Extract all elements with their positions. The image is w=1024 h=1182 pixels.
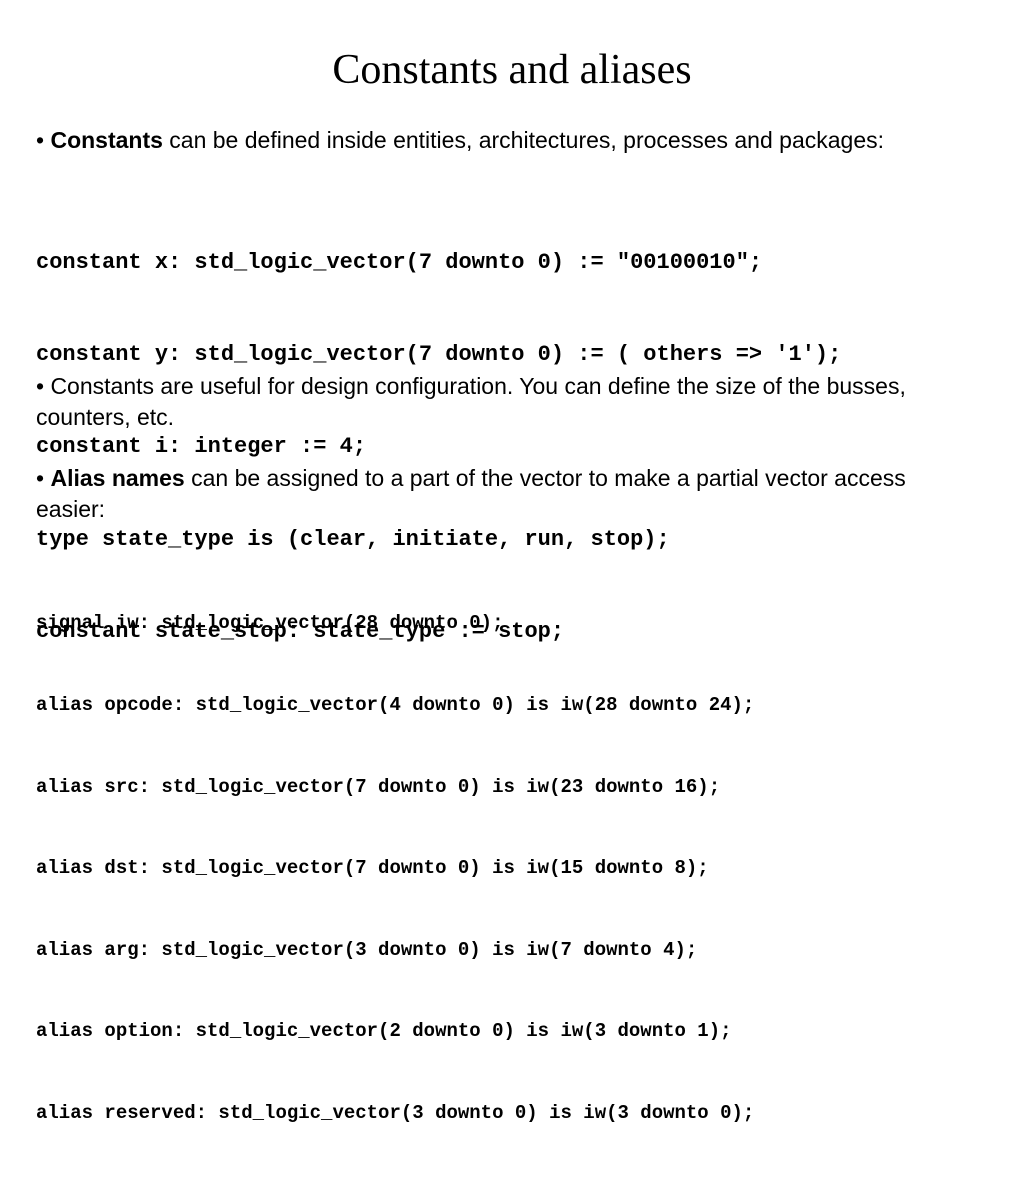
constants-usefulness-paragraph: • Constants are useful for design config… <box>36 373 906 430</box>
alias-term: Alias names <box>50 465 185 491</box>
code-line: signal iw: std_logic_vector(28 downto 0)… <box>36 612 504 635</box>
code-line: alias option: std_logic_vector(2 downto … <box>36 1020 732 1043</box>
slide: Constants and aliases • Constants can be… <box>36 47 1006 1124</box>
bullet: • <box>36 465 51 491</box>
code-line: alias dst: std_logic_vector(7 downto 0) … <box>36 857 709 880</box>
code-line: constant y: std_logic_vector(7 downto 0)… <box>36 341 842 367</box>
alias-paragraph: • Alias names can be assigned to a part … <box>36 463 936 525</box>
code-line: constant x: std_logic_vector(7 downto 0)… <box>36 249 763 275</box>
alias-code-block: signal iw: std_logic_vector(28 downto 0)… <box>36 556 1006 1182</box>
code-line: constant i: integer := 4; <box>36 434 367 460</box>
code-line: alias arg: std_logic_vector(3 downto 0) … <box>36 938 698 961</box>
alias-description: can be assigned to a part of the vector … <box>36 465 906 522</box>
constants-code-block: constant x: std_logic_vector(7 downto 0)… <box>36 186 1006 710</box>
constants-description: can be defined inside entities, architec… <box>162 127 885 153</box>
code-line: type state_type is (clear, initiate, run… <box>36 526 670 552</box>
slide-title: Constants and aliases <box>332 47 692 93</box>
code-line: alias opcode: std_logic_vector(4 downto … <box>36 694 755 717</box>
constants-paragraph: • Constants can be defined inside entiti… <box>36 125 996 156</box>
code-line: alias reserved: std_logic_vector(3 downt… <box>36 1102 755 1125</box>
code-line: alias src: std_logic_vector(7 downto 0) … <box>36 775 721 798</box>
constants-term: Constants <box>50 127 163 153</box>
bullet: • <box>36 127 51 153</box>
code-line: constant state_stop: state_type := stop; <box>36 619 565 645</box>
